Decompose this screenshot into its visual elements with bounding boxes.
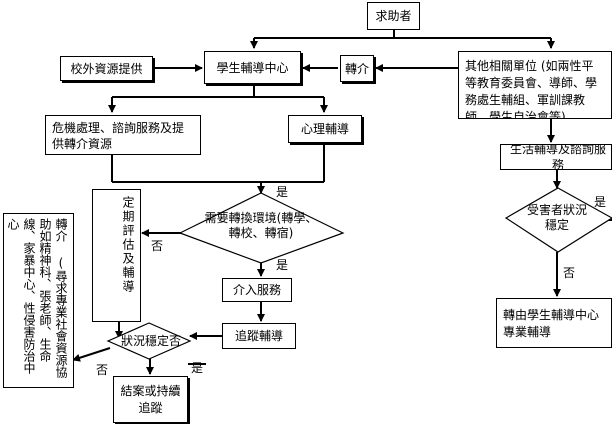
decision-situation-stable-label: 狀況穩定否 xyxy=(120,334,181,348)
no-label: 否 xyxy=(96,363,109,377)
referral-resources-box: 轉介 (尋求專業社會資源協助如精神科、張老師、生命線、家暴中心、性侵害防治中心 xyxy=(3,213,74,388)
crisis-handling-box: 危機處理、諮詢服務及提供轉介資源 xyxy=(45,115,201,155)
no-label: 否 xyxy=(563,266,576,280)
transfer-center-box: 轉由學生輔導中心專業輔導 xyxy=(496,298,612,348)
intervention-service-box: 介入服務 xyxy=(222,278,292,302)
yes-label: 是 xyxy=(276,185,289,199)
decision-victim-stable-label: 受害者狀況穩定 xyxy=(527,203,588,232)
arrow-no-referral-list xyxy=(72,347,111,362)
external-resources-box: 校外資源提供 xyxy=(60,56,153,81)
decision-change-environment-label: 需要轉換環境(轉學、轉校、轉宿) xyxy=(204,211,318,240)
psych-counseling-box: 心理輔導 xyxy=(288,115,362,143)
help-seeker-box: 求助者 xyxy=(367,2,420,30)
tracking-box: 追蹤輔導 xyxy=(222,323,296,349)
close-case-box: 結案或持續追蹤 xyxy=(113,376,188,423)
referral-box: 轉介 xyxy=(340,55,374,82)
decision-change-environment xyxy=(178,192,345,264)
decision-situation-stable xyxy=(106,322,192,360)
yes-label: 是 xyxy=(276,258,289,272)
counseling-center-box: 學生輔導中心 xyxy=(204,51,301,84)
periodic-evaluation-box: 定期評估及輔導 xyxy=(92,189,141,322)
life-counseling-box: 生活輔導及諮詢服務 xyxy=(500,144,612,170)
no-label: 否 xyxy=(151,239,164,253)
decision-victim-stable xyxy=(504,187,612,253)
yes-label: 是 xyxy=(594,195,607,209)
other-units-box: 其他相關單位 (如兩性平等教育委員會、導師、學務處生輔組、軍訓課教師、學生自治會… xyxy=(458,51,612,119)
yes-label: 是 xyxy=(191,361,204,375)
